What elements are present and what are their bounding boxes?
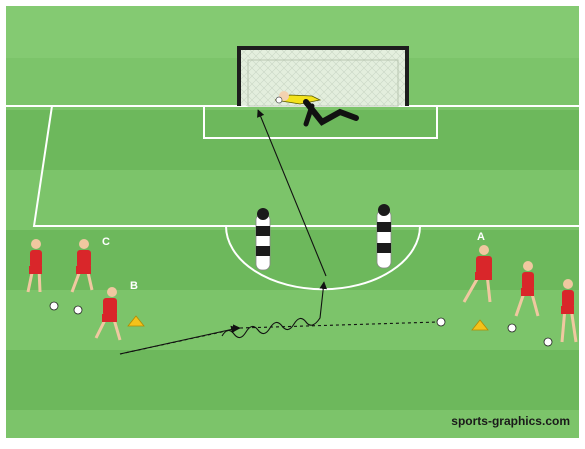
goal [239, 48, 407, 106]
ball [508, 324, 516, 332]
ball [50, 302, 58, 310]
watermark: sports-graphics.com [451, 414, 570, 428]
label-b: B [130, 280, 138, 292]
ball [74, 306, 82, 314]
ball [437, 318, 445, 326]
ball [544, 338, 552, 346]
mannequin-left [256, 208, 270, 270]
mannequin-right [377, 204, 391, 268]
label-a: A [477, 231, 485, 243]
label-c: C [102, 236, 110, 248]
